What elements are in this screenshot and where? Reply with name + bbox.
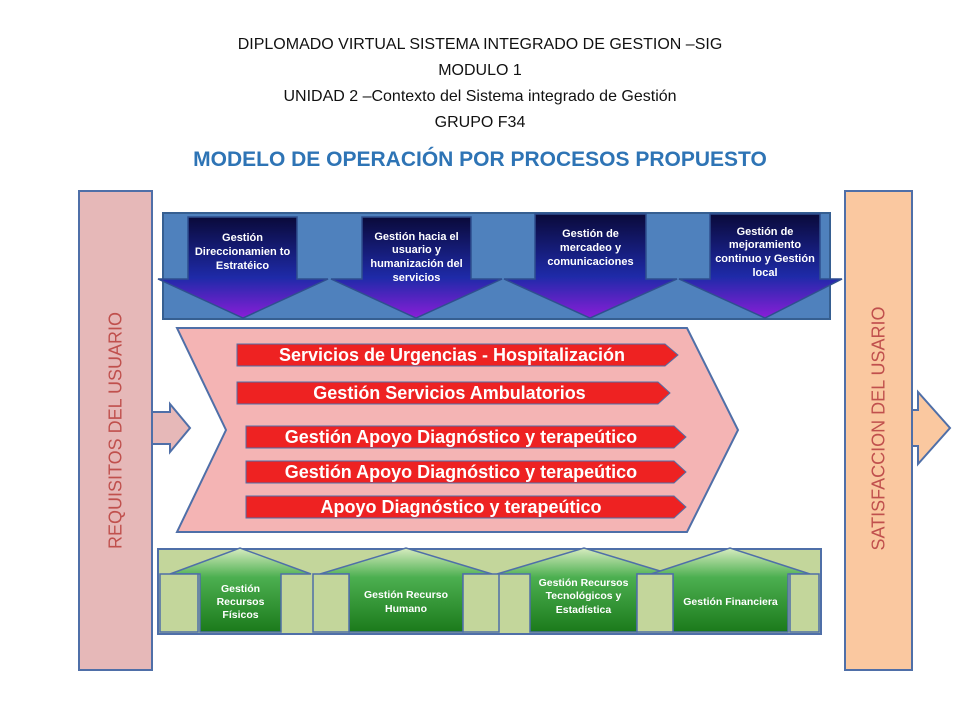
page-title: MODELO DE OPERACIÓN POR PROCESOS PROPUES… (193, 148, 767, 171)
header-line-1: DIPLOMADO VIRTUAL SISTEMA INTEGRADO DE G… (237, 36, 723, 53)
support-gap-block-4 (159, 573, 199, 633)
support-label-4: Gestión Financiera (683, 595, 778, 608)
user-requirements-bar (78, 190, 153, 671)
support-label-2: Gestión Recurso Humano (363, 589, 449, 615)
support-gap-block-5 (789, 573, 820, 633)
support-gap-block-1 (312, 573, 350, 633)
header-line-3: UNIDAD 2 –Contexto del Sistema integrado… (283, 88, 677, 105)
missional-process-2: Gestión Servicios Ambulatorios (313, 382, 586, 403)
strategic-label-3: Gestión de mercadeo y comunicaciones (547, 228, 634, 268)
support-label-3: Gestión Recursos Tecnológicos y Estadíst… (538, 577, 629, 616)
header-line-2: MODULO 1 (438, 62, 522, 79)
missional-pill-shape-5 (245, 495, 687, 519)
support-gap-block-3 (636, 573, 674, 633)
missional-process-1: Servicios de Urgencias - Hospitalización (278, 344, 626, 365)
satisfaction-arrow (911, 389, 952, 467)
header-line-4: GRUPO F34 (434, 114, 526, 131)
missional-process-4: Gestión Apoyo Diagnóstico y terapeútico (284, 461, 638, 482)
user-satisfaction-label: SATISFACCION DEL USARIO (868, 306, 889, 551)
missional-process-3: Gestión Apoyo Diagnóstico y terapeútico (284, 426, 638, 447)
user-requirements-label: REQUISITOS DEL USUARIO (105, 311, 126, 550)
missional-pill-shape-3 (245, 425, 687, 449)
missional-pill-shape-4 (245, 460, 687, 484)
strategic-label-1: Gestión Direccionamien to Estratéico (194, 232, 291, 272)
strategic-label-2: Gestión hacia el usuario y humanización … (370, 230, 463, 284)
strategic-arrow-1 (157, 216, 329, 319)
support-label-1: Gestión Recursos Físicos (216, 582, 265, 622)
missional-pill-shape-1 (236, 343, 679, 367)
strategic-arrow-3 (503, 213, 678, 319)
strategic-arrow-2 (330, 216, 503, 319)
support-gap-block-2 (462, 573, 500, 633)
strategic-label-4: Gestión de mejoramiento continuo y Gesti… (715, 225, 815, 279)
missional-process-5: Apoyo Diagnóstico y terapeútico (320, 496, 602, 517)
requirements-arrow (151, 401, 192, 455)
missional-pill-shape-2 (236, 381, 671, 405)
strategic-arrow-4 (678, 213, 843, 319)
